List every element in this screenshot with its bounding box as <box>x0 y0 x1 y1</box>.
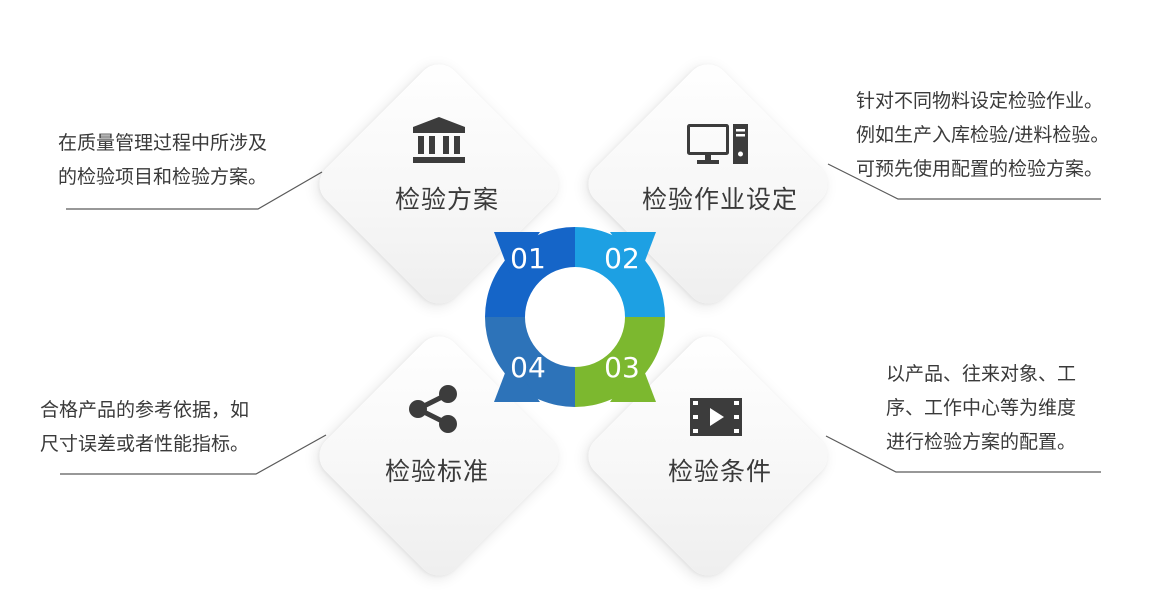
desc-line: 在质量管理过程中所涉及 <box>58 132 268 154</box>
connector-line-04 <box>60 434 327 475</box>
ring-flag-02 <box>610 232 656 274</box>
title-inspection-conditions: 检验条件 <box>667 457 772 486</box>
desc-inspection-job-setup: 针对不同物料设定检验作业。 例如生产入库检验/进料检验。 可预先使用配置的检验方… <box>856 84 1109 186</box>
desc-line: 可预先使用配置的检验方案。 <box>856 158 1104 180</box>
desc-line: 进行检验方案的配置。 <box>886 431 1077 453</box>
bank-icon <box>413 117 465 163</box>
desc-line: 序、工作中心等为维度 <box>886 397 1077 419</box>
ring-segment-01 <box>485 227 575 317</box>
connector-line-03 <box>825 435 1101 473</box>
desc-inspection-conditions: 以产品、往来对象、工 序、工作中心等为维度 进行检验方案的配置。 <box>886 357 1076 459</box>
step-number-04: 04 <box>510 351 546 384</box>
center-ring <box>485 227 665 407</box>
desc-line: 合格产品的参考依据，如 <box>40 399 250 421</box>
desktop-computer-icon <box>687 124 748 164</box>
share-icon <box>409 385 457 433</box>
step-number-01: 01 <box>510 242 546 275</box>
desc-line: 的检验项目和检验方案。 <box>58 166 268 188</box>
ring-segment-03 <box>575 317 665 407</box>
ring-flag-04 <box>494 360 540 402</box>
step-number-03: 03 <box>604 351 640 384</box>
step-number-02: 02 <box>604 242 640 275</box>
video-play-icon <box>690 398 742 436</box>
title-inspection-job-setup: 检验作业设定 <box>641 185 798 214</box>
ring-segment-02 <box>575 227 665 317</box>
desc-line: 以产品、往来对象、工 <box>886 363 1077 385</box>
desc-inspection-standard: 合格产品的参考依据，如 尺寸误差或者性能指标。 <box>40 393 249 461</box>
desc-inspection-plan: 在质量管理过程中所涉及 的检验项目和检验方案。 <box>58 126 267 194</box>
ring-segment-04 <box>485 317 575 407</box>
title-inspection-standard: 检验标准 <box>384 457 489 486</box>
ring-flag-03 <box>610 360 656 402</box>
title-inspection-plan: 检验方案 <box>394 185 499 214</box>
connector-line-01 <box>66 171 323 210</box>
ring-flag-01 <box>494 232 540 274</box>
connector-line-02 <box>827 163 1101 200</box>
desc-line: 尺寸误差或者性能指标。 <box>40 433 250 455</box>
desc-line: 针对不同物料设定检验作业。 <box>856 90 1104 112</box>
desc-line: 例如生产入库检验/进料检验。 <box>856 124 1110 146</box>
